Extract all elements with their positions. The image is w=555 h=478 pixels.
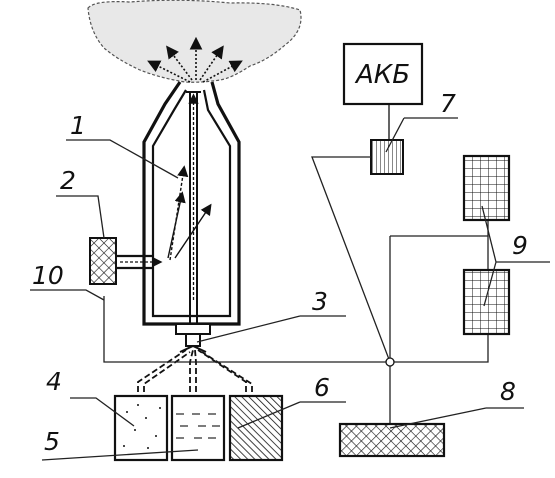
callout-2: 2: [60, 166, 76, 195]
container-5: [170, 394, 226, 462]
callout-9: 9: [512, 231, 528, 260]
callout-6: 6: [314, 373, 330, 402]
unit-8-block: [338, 422, 446, 458]
reactor-inner-wall: [151, 89, 232, 318]
callout-3: 3: [312, 287, 328, 316]
callout-1: 1: [70, 111, 86, 140]
unit-9-panel-top: [462, 154, 511, 222]
unit-7-controller: [370, 139, 404, 175]
callout-8: 8: [500, 377, 516, 406]
wiring-junction: [385, 357, 395, 367]
feed-pipes: [137, 349, 253, 392]
leader-lines: [30, 117, 550, 461]
internal-flow-arrows: [167, 165, 212, 261]
callout-5: 5: [44, 427, 60, 456]
plume-arrows: [147, 36, 243, 83]
side-inlet-pipe: [116, 254, 153, 270]
bottom-nozzle: [175, 323, 211, 353]
callout-10: 10: [32, 261, 64, 290]
container-6: [228, 394, 284, 462]
container-4: [113, 394, 169, 462]
central-rod: [186, 91, 201, 330]
callout-4: 4: [46, 367, 62, 396]
plume-cloud: [87, 0, 302, 83]
unit-2-block: [89, 237, 117, 285]
reactor-outer-wall: [142, 81, 241, 326]
unit-9-panel-bottom: [462, 268, 511, 336]
battery-box: [342, 42, 424, 106]
wiring: [103, 156, 489, 424]
callout-7: 7: [440, 89, 456, 118]
battery-label: АКБ: [354, 60, 410, 90]
